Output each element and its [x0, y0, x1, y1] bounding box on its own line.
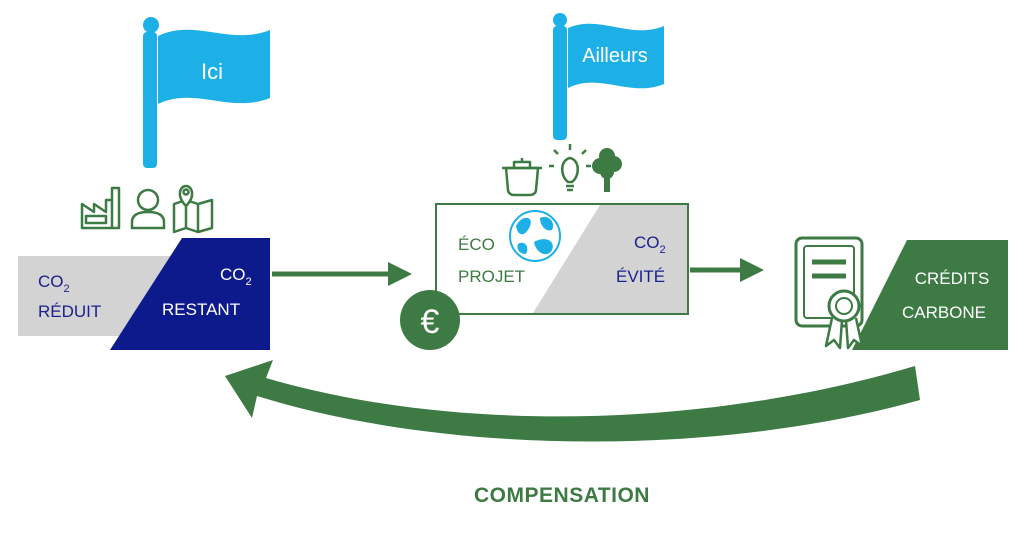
co2-avoided-formula: CO2 [634, 233, 666, 256]
co2-reduced-word: RÉDUIT [38, 302, 101, 321]
euro-coin-icon: € [400, 290, 460, 350]
flag-ailleurs: Ailleurs [553, 13, 664, 140]
eco-label: ÉCO [458, 235, 495, 254]
credits-line2: CARBONE [902, 303, 986, 322]
flag-ici-label: Ici [201, 59, 223, 84]
cooking-pot-icon [502, 158, 542, 197]
co2-remaining-word: RESTANT [162, 300, 240, 319]
factory-icon [80, 186, 121, 230]
arrow-to-credits [690, 258, 764, 282]
compensation-arrow [225, 360, 920, 442]
tree-icon [592, 148, 622, 192]
co2-reduced-formula: CO2 [38, 272, 70, 295]
arrow-to-eco-project [272, 262, 412, 286]
globe-logo-icon [509, 210, 561, 262]
co2-avoided-word: ÉVITÉ [616, 267, 665, 286]
light-bulb-icon [549, 144, 591, 192]
map-pin-icon [172, 184, 214, 234]
co2-remaining-formula: CO2 [220, 265, 252, 288]
co2-left-box: CO2 RÉDUIT CO2 RESTANT [18, 238, 270, 350]
compensation-label: COMPENSATION [474, 484, 650, 507]
carbon-credits-box: CRÉDITS CARBONE [852, 240, 1008, 350]
flag-ici: Ici [143, 17, 270, 168]
euro-symbol: € [421, 303, 440, 341]
credits-line1: CRÉDITS [915, 269, 990, 288]
person-icon [130, 188, 166, 230]
certificate-icon [794, 236, 864, 350]
projet-label: PROJET [458, 267, 525, 286]
eco-project-box: ÉCO PROJET CO2 ÉVITÉ [435, 203, 689, 315]
flag-ailleurs-label: Ailleurs [582, 45, 648, 67]
